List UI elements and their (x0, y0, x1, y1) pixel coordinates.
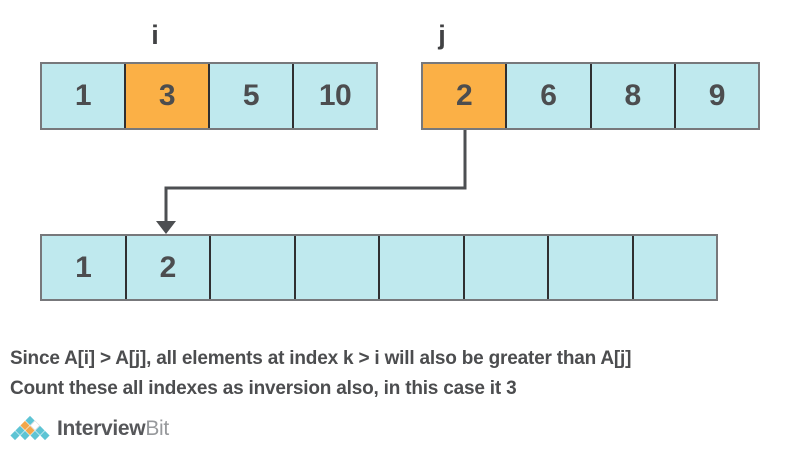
array-cell (293, 236, 378, 299)
left-subarray: 1 3 5 10 (40, 62, 378, 130)
array-cell: 3 (124, 64, 208, 128)
array-cell: 10 (292, 64, 376, 128)
merged-array: 1 2 (40, 234, 718, 301)
logo-suffix: Bit (145, 416, 169, 440)
right-subarray: 2 6 8 9 (421, 62, 760, 130)
array-cell: 6 (505, 64, 590, 128)
array-cell: 5 (208, 64, 292, 128)
array-cell (547, 236, 632, 299)
array-cell (631, 236, 716, 299)
caption: Since A[i] > A[j], all elements at index… (10, 344, 800, 404)
diamond-pyramid-icon (10, 415, 50, 441)
array-cell: 2 (124, 236, 209, 299)
array-cell: 8 (589, 64, 674, 128)
array-cell: 1 (42, 64, 124, 128)
logo-text: InterviewBit (57, 417, 169, 441)
caption-line-1: Since A[i] > A[j], all elements at index… (10, 348, 632, 369)
logo-brand: Interview (57, 416, 146, 440)
caption-line-2: Count these all indexes as inversion als… (10, 378, 517, 399)
array-cell (378, 236, 463, 299)
array-cell: 1 (42, 236, 125, 299)
array-cell (462, 236, 547, 299)
pointer-label-j: j (438, 20, 446, 50)
array-cell: 9 (673, 64, 758, 128)
array-cell (209, 236, 294, 299)
pointer-label-i: i (151, 20, 159, 50)
array-cell: 2 (423, 64, 506, 128)
interviewbit-logo: InterviewBit (10, 415, 169, 442)
